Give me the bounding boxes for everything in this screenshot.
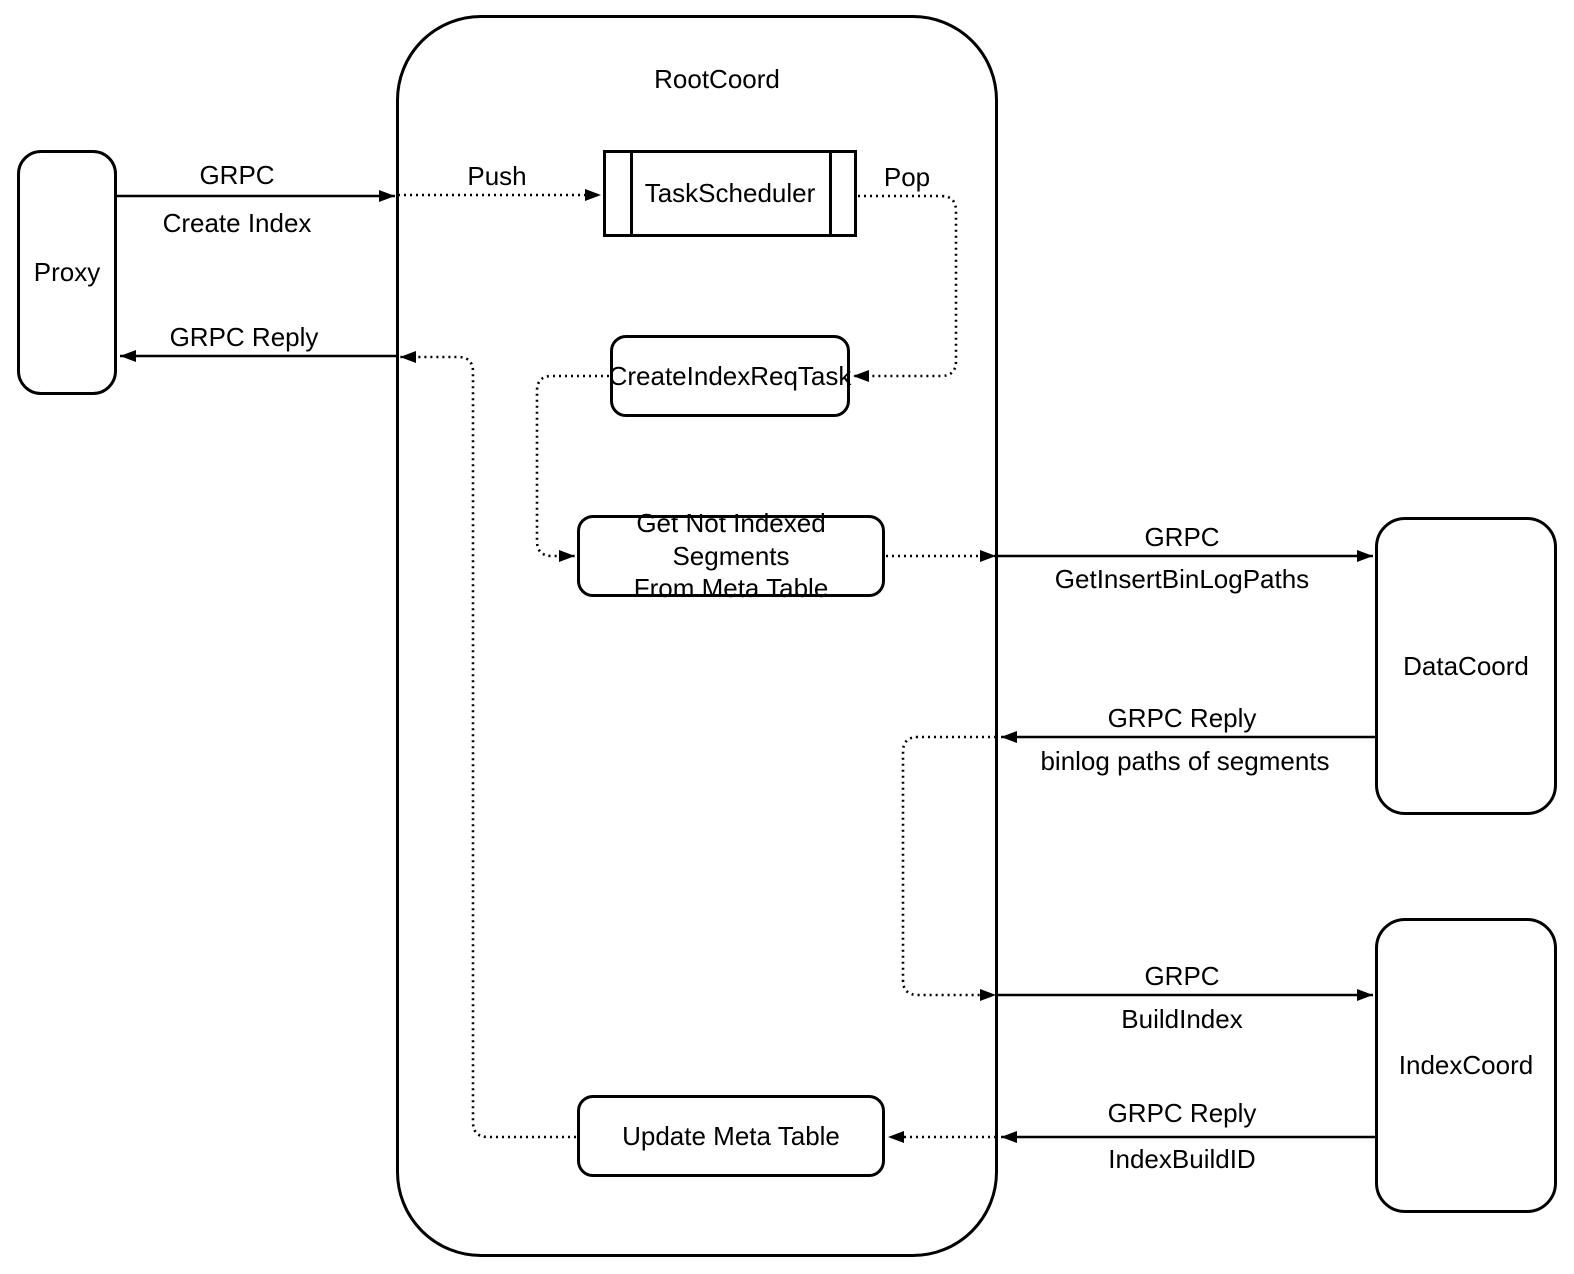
rootcoord-label: RootCoord bbox=[654, 64, 780, 94]
create-index-protocol-label: GRPC bbox=[199, 160, 275, 190]
rootcoord-container bbox=[396, 15, 998, 1257]
proxy-label: Proxy bbox=[33, 257, 101, 288]
build-index-message-label: BuildIndex bbox=[1121, 1004, 1243, 1034]
binlog-paths-reply-message-label: binlog paths of segments bbox=[1040, 746, 1330, 776]
get-insert-binlog-paths-protocol-label: GRPC bbox=[1144, 522, 1220, 552]
edge-reply-to-build-loop-line bbox=[901, 735, 996, 1001]
create-index-message-label: Create Index bbox=[162, 208, 312, 238]
node-get-not-indexed-segments: Get Not Indexed Segments From Meta Table bbox=[577, 508, 885, 603]
node-task-scheduler: TaskScheduler bbox=[603, 150, 857, 237]
edge-task-to-get-segments-line bbox=[535, 374, 609, 562]
node-update-meta-table: Update Meta Table bbox=[577, 1095, 885, 1177]
index-coord-label: IndexCoord bbox=[1398, 1050, 1534, 1081]
task-scheduler-left-bar bbox=[630, 153, 633, 234]
get-insert-binlog-paths-message-label: GetInsertBinLogPaths bbox=[1054, 564, 1310, 594]
node-proxy: Proxy bbox=[17, 150, 117, 395]
node-data-coord: DataCoord bbox=[1375, 517, 1557, 815]
pop-label: Pop bbox=[883, 162, 931, 192]
build-index-protocol-label: GRPC bbox=[1144, 961, 1220, 991]
task-scheduler-right-bar bbox=[829, 153, 832, 234]
get-not-indexed-segments-label-line1: Get Not Indexed Segments bbox=[636, 508, 826, 571]
binlog-paths-reply-protocol-label: GRPC Reply bbox=[1107, 703, 1257, 733]
update-meta-table-label: Update Meta Table bbox=[622, 1120, 840, 1151]
data-coord-label: DataCoord bbox=[1403, 650, 1529, 681]
get-not-indexed-segments-label-line2: From Meta Table bbox=[633, 573, 829, 604]
edge-update-meta-to-proxy-line bbox=[400, 351, 576, 1139]
push-label: Push bbox=[467, 161, 527, 191]
grpc-reply-to-proxy-label: GRPC Reply bbox=[169, 322, 319, 352]
create-index-req-task-label: CreateIndexReqTask bbox=[608, 360, 852, 391]
node-create-index-req-task: CreateIndexReqTask bbox=[608, 335, 852, 417]
index-build-id-reply-protocol-label: GRPC Reply bbox=[1107, 1098, 1257, 1128]
index-build-id-reply-message-label: IndexBuildID bbox=[1108, 1144, 1256, 1174]
task-scheduler-label: TaskScheduler bbox=[644, 178, 816, 209]
node-index-coord: IndexCoord bbox=[1375, 918, 1557, 1213]
